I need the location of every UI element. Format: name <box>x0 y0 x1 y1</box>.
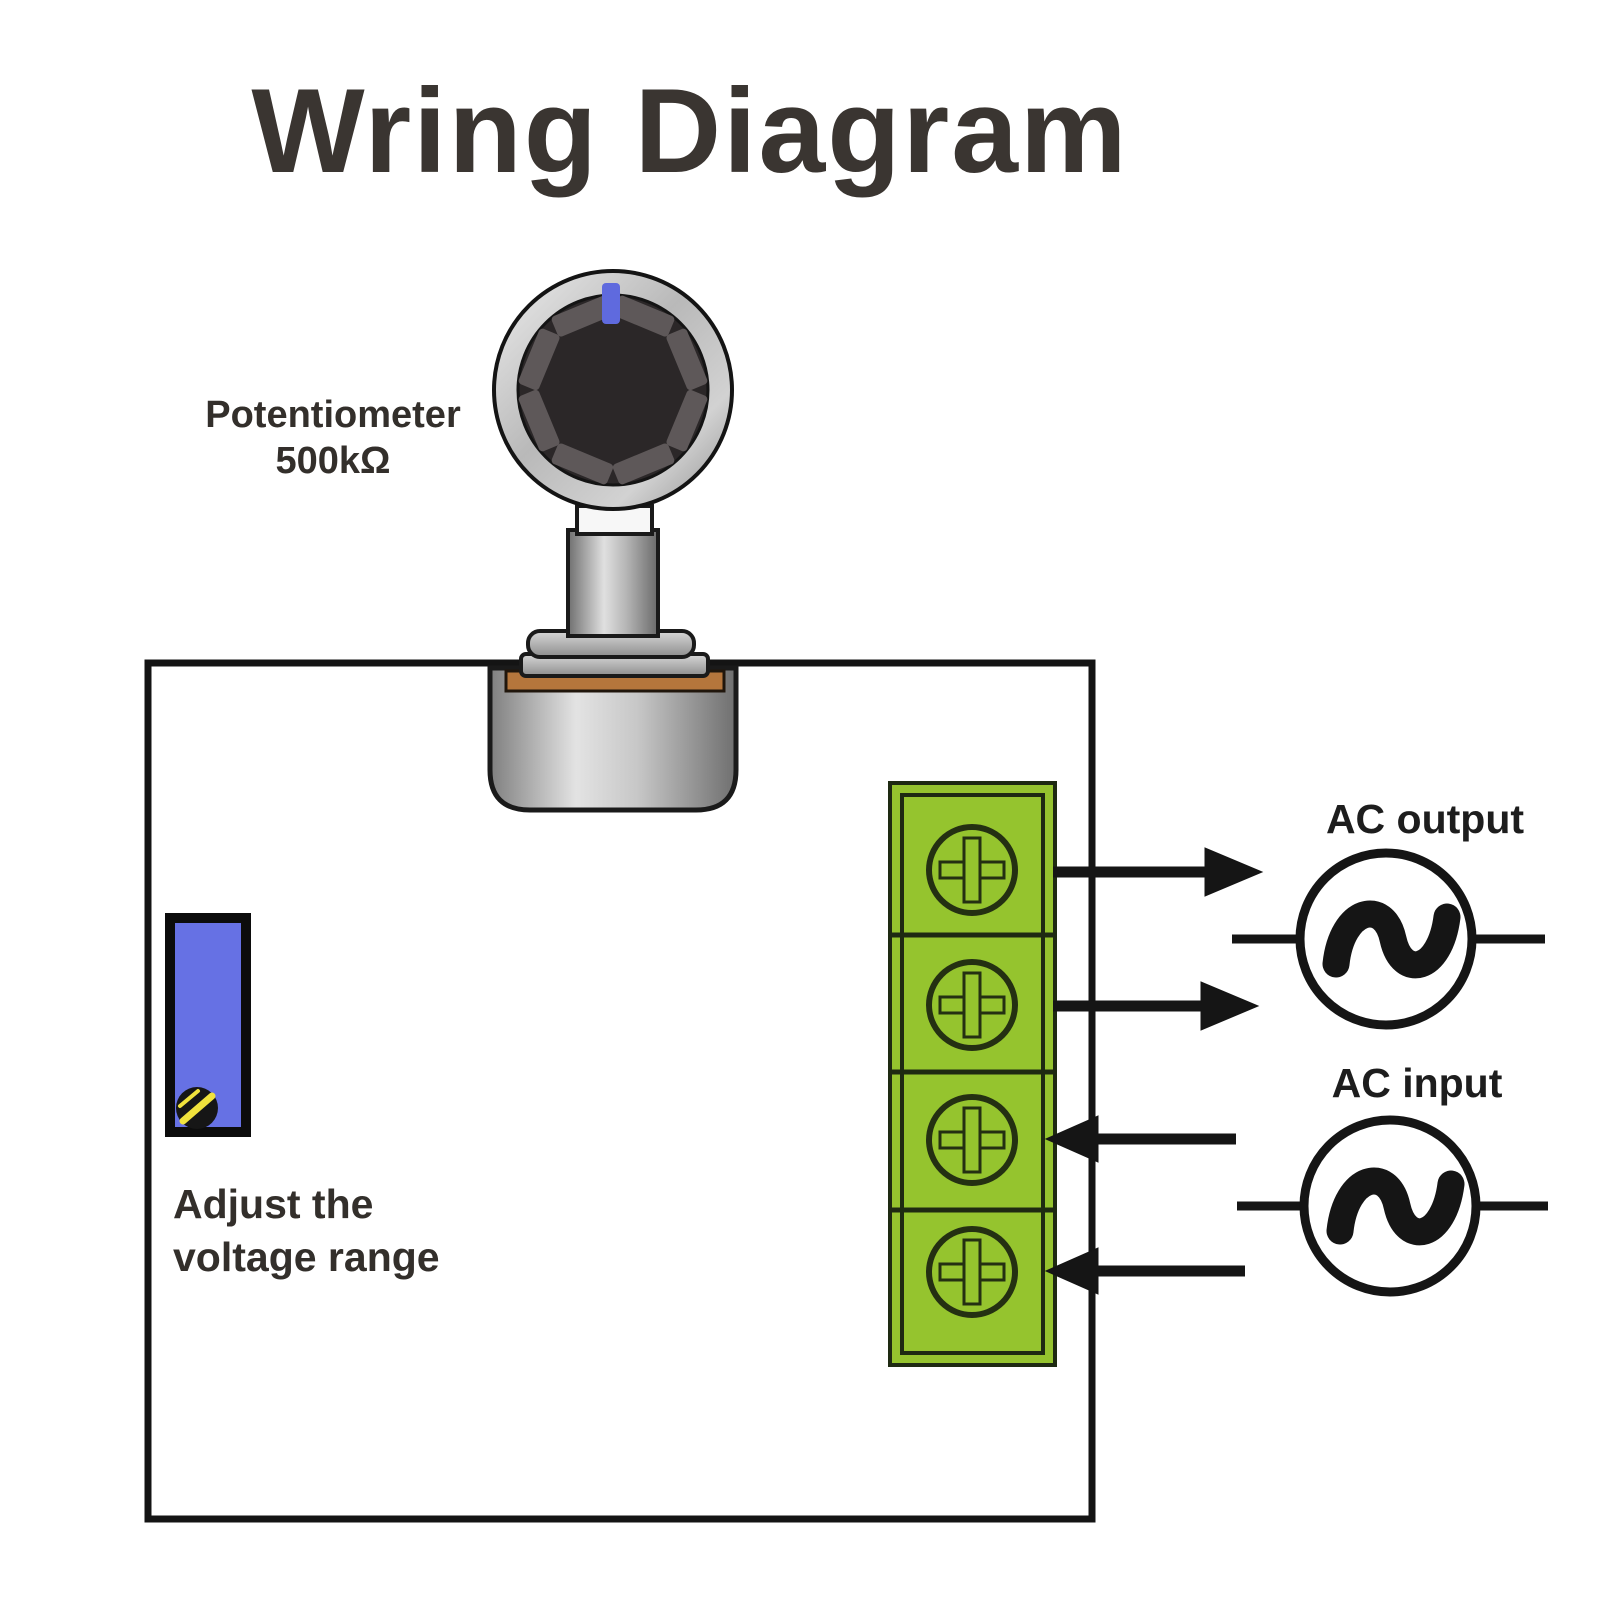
ac-input-symbol-icon <box>1237 1115 1548 1297</box>
terminal-screw-2 <box>926 959 1018 1051</box>
terminal-screw-4 <box>926 1226 1018 1318</box>
ac-input-label: AC input <box>1331 1060 1503 1106</box>
trimmer-label: Adjust the voltage range <box>173 1178 593 1284</box>
terminal-screw-3 <box>926 1094 1018 1186</box>
potentiometer-shaft <box>566 528 660 638</box>
ac-output-arrow-2 <box>1053 981 1260 1031</box>
terminal-block <box>888 781 1057 1367</box>
page-title: Wring Diagram <box>251 64 1129 198</box>
potentiometer <box>487 269 739 813</box>
sine-wave-icon <box>1326 1167 1465 1246</box>
potentiometer-label: Potentiometer 500kΩ <box>158 392 508 484</box>
potentiometer-body <box>487 665 739 813</box>
sine-wave-icon <box>1322 900 1461 979</box>
ac-input-arrow-2 <box>1044 1247 1245 1295</box>
terminal-screw-1 <box>926 824 1018 916</box>
ac-input-arrow-1 <box>1044 1115 1236 1163</box>
knob-ridges <box>518 295 708 485</box>
knob-pointer-icon <box>602 283 620 324</box>
ac-output-symbol-icon <box>1232 848 1545 1030</box>
trimmer-screw-highlight <box>178 1089 200 1108</box>
ac-output-label: AC output <box>1325 796 1525 842</box>
ac-output-arrow-1 <box>1053 847 1264 897</box>
potentiometer-label-line1: Potentiometer <box>205 394 461 436</box>
trimmer-label-line1: Adjust the <box>173 1181 374 1227</box>
trimmer-label-line2: voltage range <box>173 1234 440 1280</box>
trimmer-potentiometer <box>165 913 251 1137</box>
potentiometer-label-line2: 500kΩ <box>275 440 391 482</box>
trimmer-screw-slot <box>179 1092 216 1125</box>
wiring-arrows <box>1044 847 1264 1295</box>
